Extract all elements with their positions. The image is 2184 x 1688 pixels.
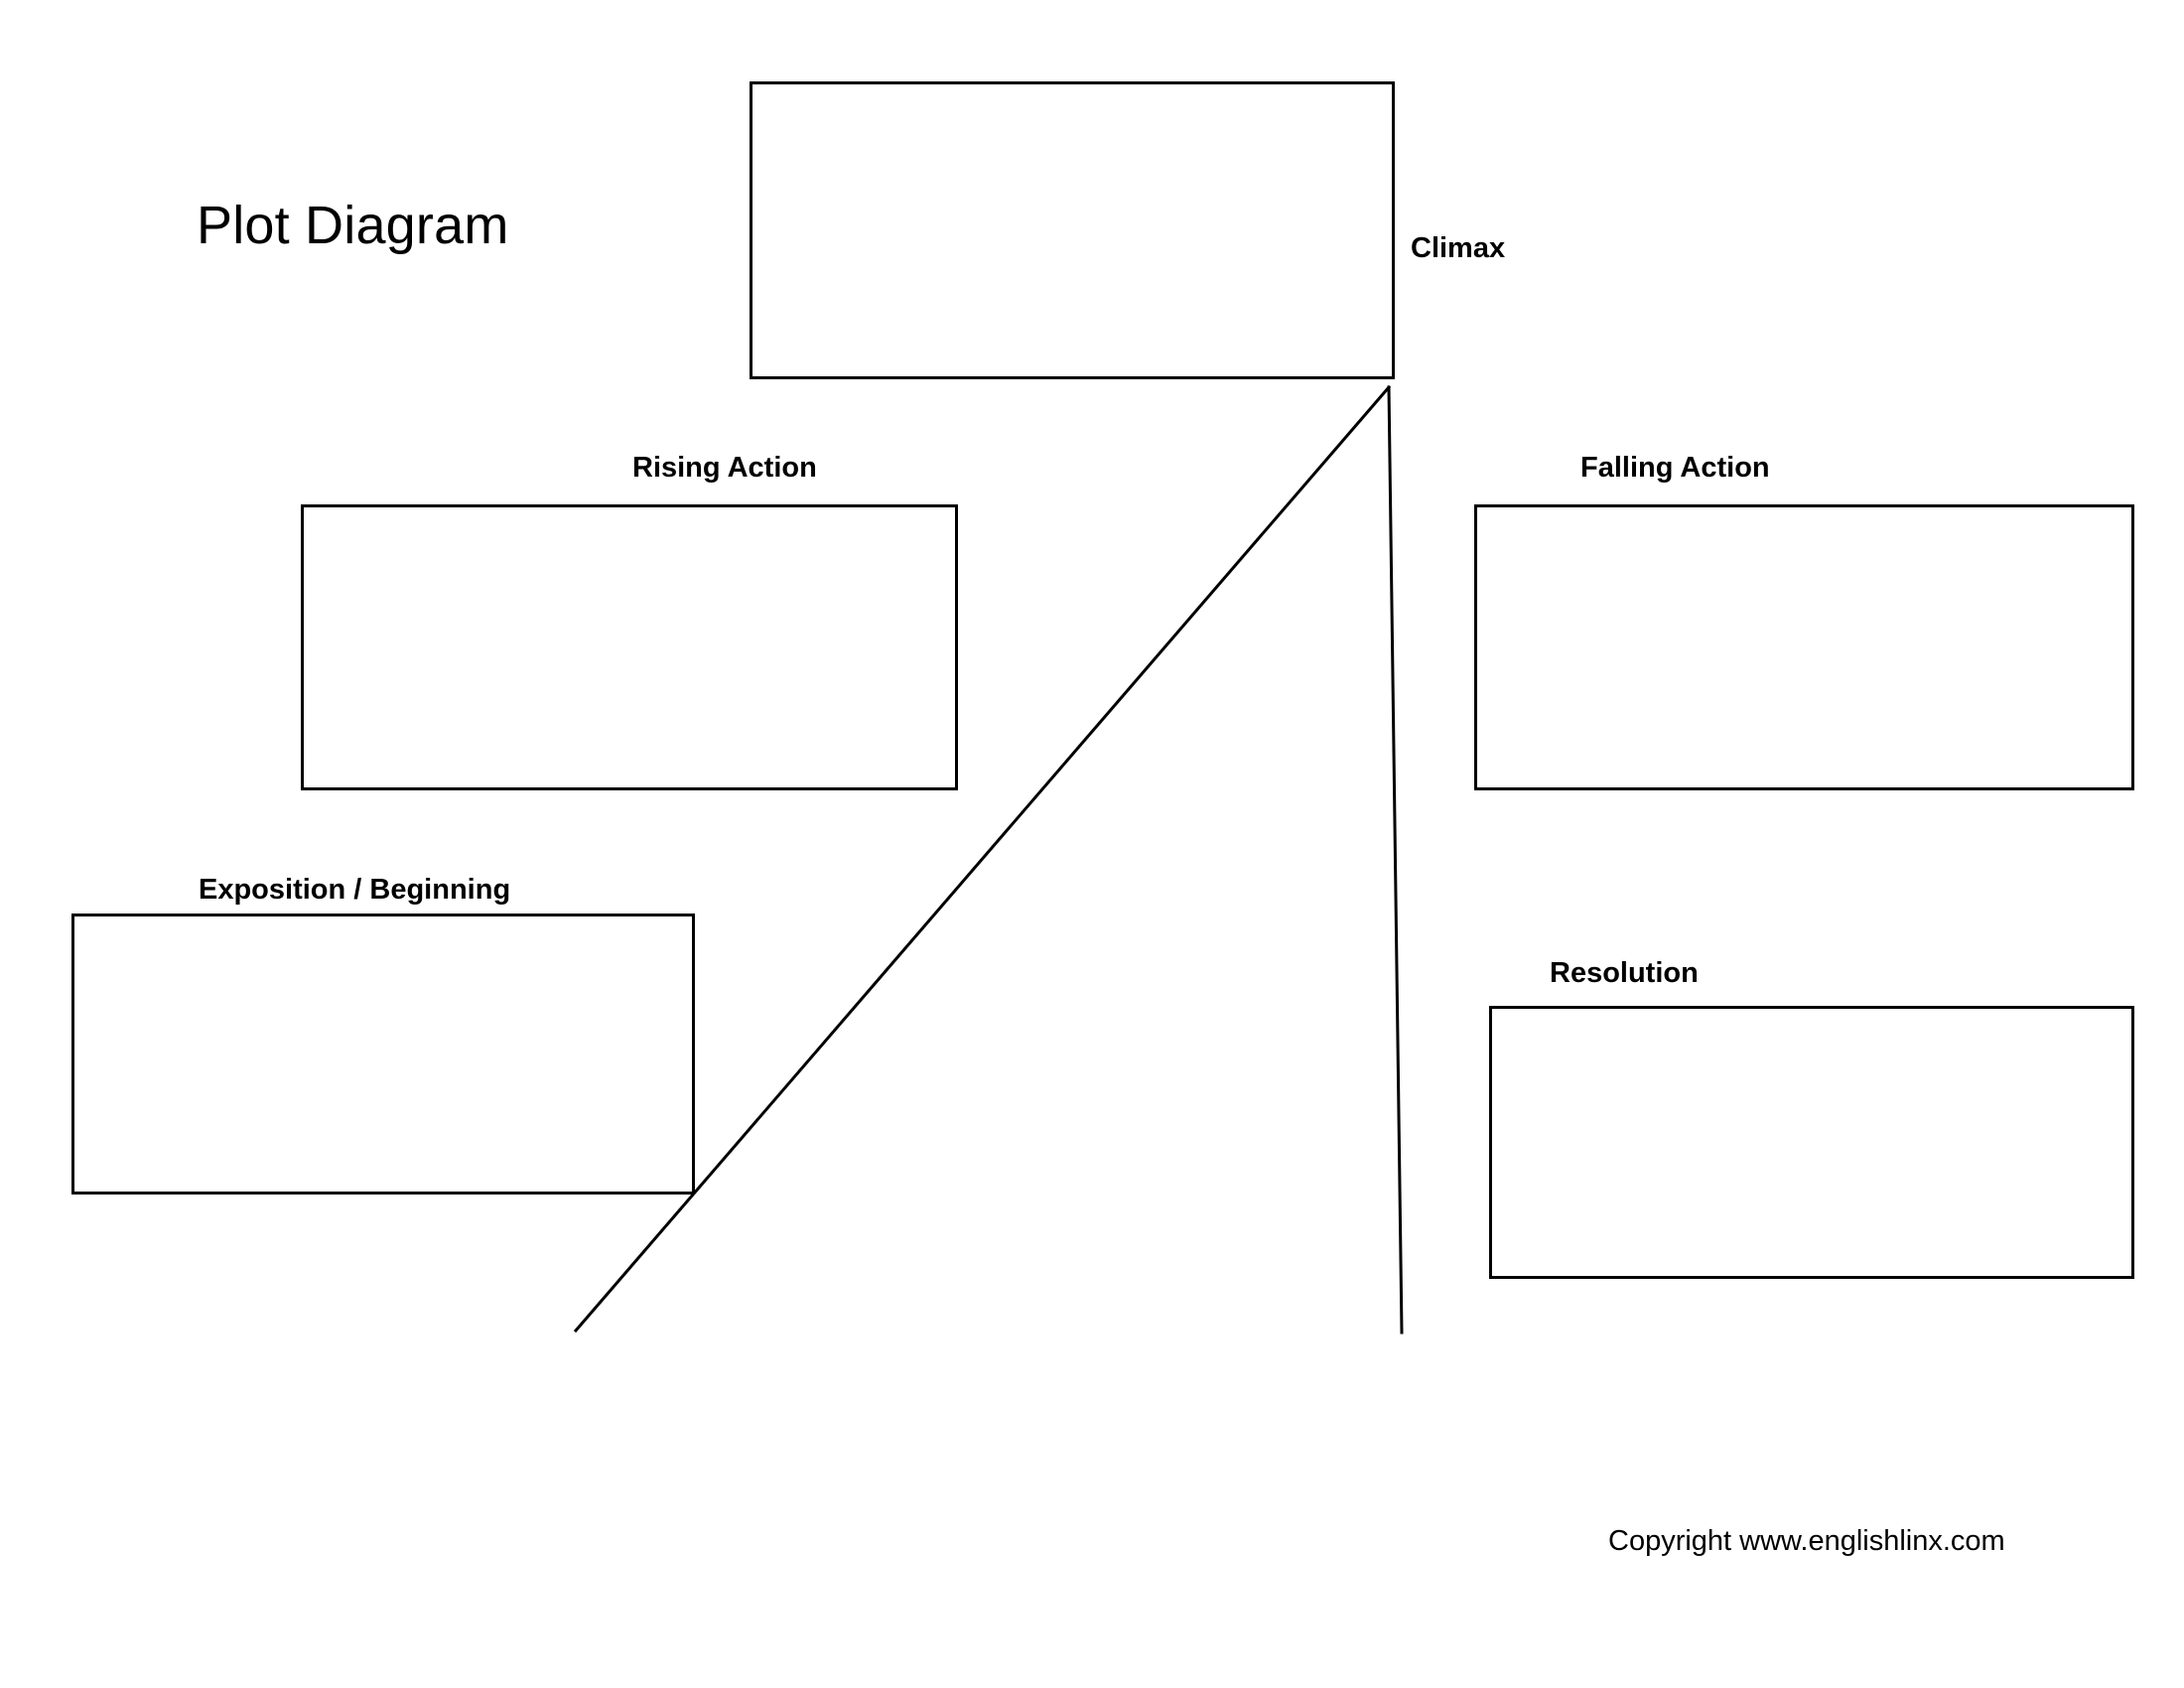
rising-action-answer-box[interactable] bbox=[301, 504, 958, 790]
page-title: Plot Diagram bbox=[197, 196, 509, 255]
climax-answer-box[interactable] bbox=[750, 81, 1395, 379]
exposition-answer-box[interactable] bbox=[71, 914, 695, 1195]
stage-label-rising-action: Rising Action bbox=[632, 452, 817, 484]
stage-label-exposition: Exposition / Beginning bbox=[199, 874, 511, 906]
falling-action-line bbox=[1387, 385, 1404, 1335]
stage-label-climax: Climax bbox=[1411, 232, 1506, 264]
copyright-notice: Copyright www.englishlinx.com bbox=[1608, 1525, 2005, 1557]
stage-label-resolution: Resolution bbox=[1550, 957, 1699, 989]
stage-label-falling-action: Falling Action bbox=[1580, 452, 1770, 484]
resolution-answer-box[interactable] bbox=[1489, 1006, 2134, 1279]
falling-action-answer-box[interactable] bbox=[1474, 504, 2134, 790]
